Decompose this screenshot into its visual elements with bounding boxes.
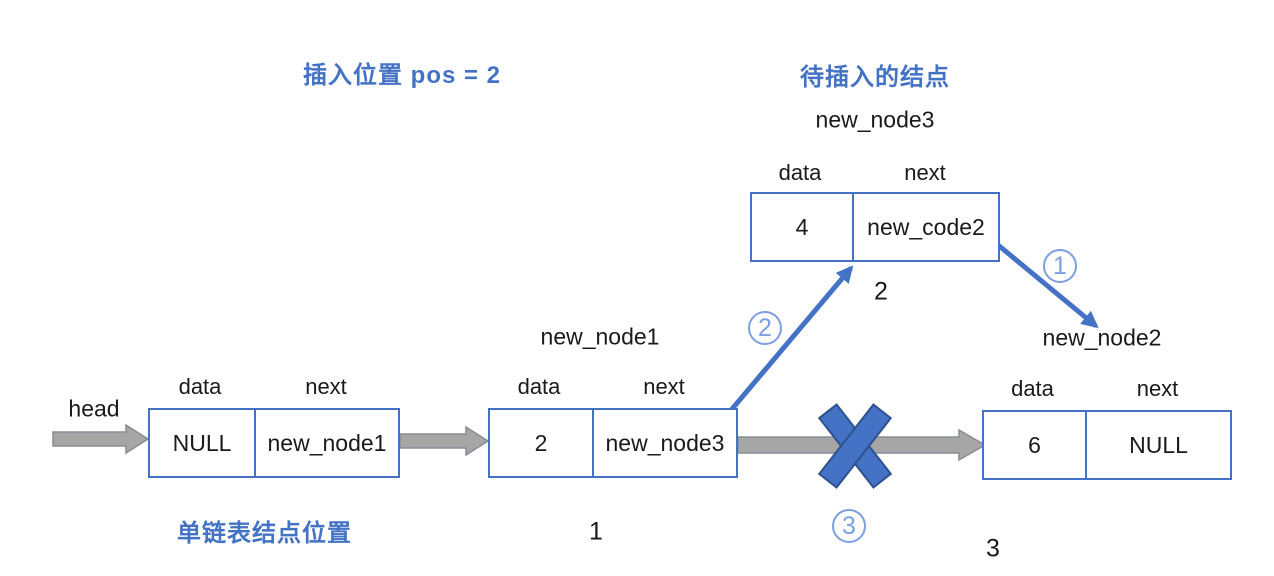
list-node-2-position-label: 1 — [589, 517, 603, 546]
step-2-marker: 2 — [748, 311, 782, 345]
column-header-data: data — [517, 374, 561, 399]
insert-node-headers: data next — [750, 160, 1000, 186]
list-node-2-name-label: new_node1 — [540, 323, 660, 350]
insert-position-title: 插入位置 pos = 2 — [303, 62, 502, 89]
step-3-marker: 3 — [832, 509, 866, 543]
insert-node-name-label: new_node3 — [815, 106, 935, 133]
head-arrow — [52, 423, 150, 455]
column-header-next: next — [904, 160, 946, 185]
x-mark-icon — [817, 403, 893, 489]
list-node-3-box: 6 NULL — [982, 410, 1232, 480]
list-node-1-headers: data next — [148, 374, 400, 400]
column-header-next: next — [305, 374, 347, 399]
step1-arrow — [990, 238, 1099, 329]
head-pointer-label: head — [68, 395, 120, 422]
step-2-number: 2 — [758, 313, 772, 342]
step2-arrow — [714, 265, 854, 430]
step-1-marker: 1 — [1043, 249, 1077, 283]
node-data-cell: NULL — [172, 429, 232, 456]
insert-node-position-label: 2 — [874, 277, 888, 306]
column-header-data: data — [778, 160, 822, 185]
node-data-cell: 2 — [534, 429, 548, 456]
list-node-2-box: 2 new_node3 — [488, 408, 738, 478]
list-node-1-box: NULL new_node1 — [148, 408, 400, 478]
link-arrow — [399, 425, 490, 457]
column-header-next: next — [1136, 376, 1179, 401]
list-node-2-headers: data next — [488, 374, 738, 400]
insert-node-data-cell: 4 — [795, 213, 809, 240]
node-data-cell: 6 — [1028, 431, 1041, 458]
column-header-next: next — [643, 374, 685, 399]
list-node-3-headers: data next — [982, 376, 1232, 402]
column-header-data: data — [178, 374, 222, 399]
node-next-cell: new_node1 — [254, 410, 398, 476]
step-3-number: 3 — [842, 511, 856, 540]
list-position-title: 单链表结点位置 — [177, 520, 352, 547]
broken-link-arrow — [737, 428, 987, 462]
list-node-3-position-label: 3 — [986, 534, 1000, 563]
insert-node-next-cell: new_code2 — [852, 194, 998, 260]
node-next-cell: new_node3 — [592, 410, 736, 476]
step-1-number: 1 — [1053, 251, 1067, 280]
node-next-cell: NULL — [1085, 412, 1230, 478]
column-header-data: data — [1011, 376, 1054, 401]
new-node2-label: new_node2 — [1042, 324, 1162, 351]
insert-node-box: 4 new_code2 — [750, 192, 1000, 262]
pending-node-title: 待插入的结点 — [800, 64, 950, 91]
